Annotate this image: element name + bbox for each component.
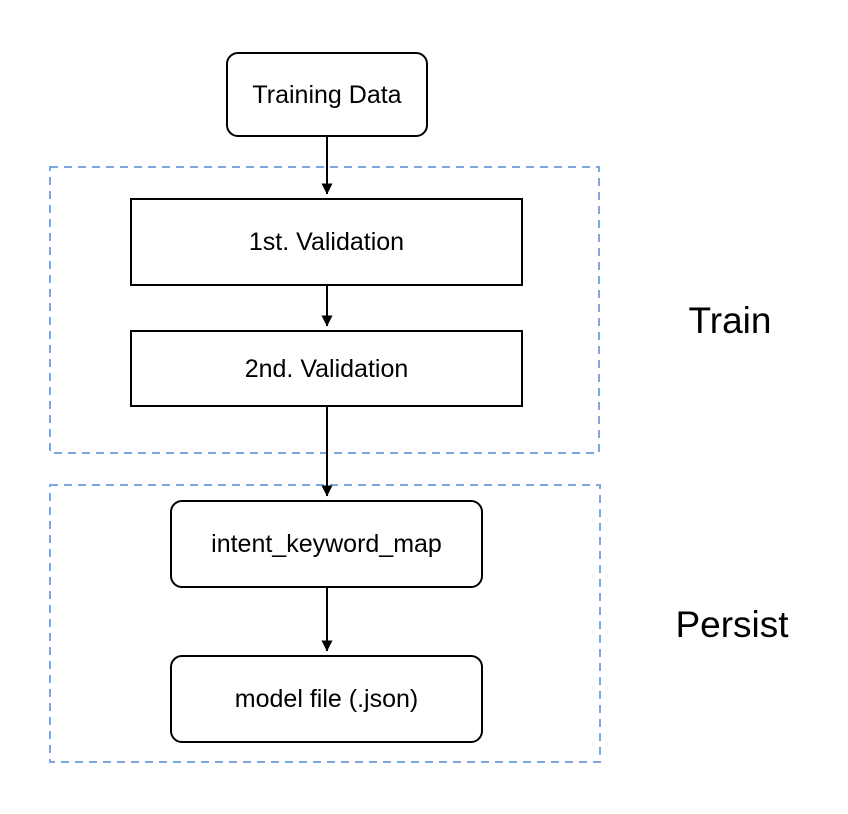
node-model-file: model file (.json) (170, 655, 483, 743)
node-intent-keyword-map: intent_keyword_map (170, 500, 483, 588)
train-group-border (49, 166, 600, 454)
train-group-label: Train (688, 300, 772, 341)
node-first-validation: 1st. Validation (130, 198, 523, 286)
node-training-data: Training Data (226, 52, 428, 137)
persist-group-label: Persist (675, 604, 789, 645)
node-second-validation: 2nd. Validation (130, 330, 523, 407)
persist-group-border (49, 484, 601, 763)
